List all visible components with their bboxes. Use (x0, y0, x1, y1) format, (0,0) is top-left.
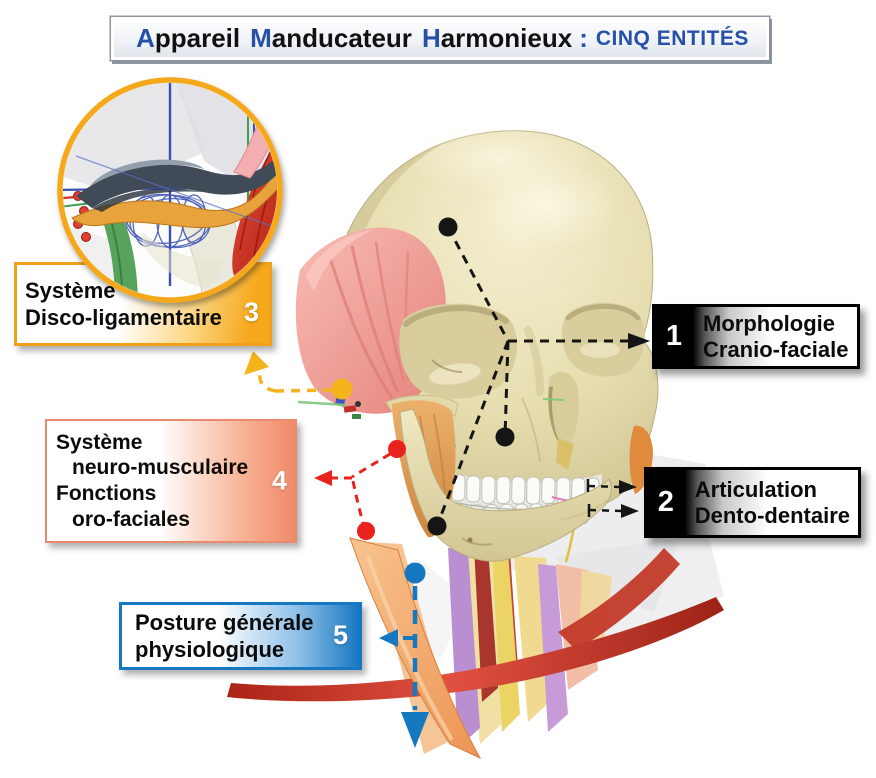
arrowhead-teeth-lower (621, 504, 639, 518)
nasal-aperture (521, 326, 579, 470)
arrowhead-teeth-upper (619, 480, 637, 494)
entity-number-5: 5 (332, 620, 348, 651)
entity-number-2: 2 (647, 470, 685, 535)
entity-box-articulation: 2 Articulation Dento-dentaire (644, 467, 861, 538)
arrowhead-to-box4 (314, 470, 332, 486)
arrowhead-to-box5 (379, 629, 398, 647)
arrowhead-down-posture (401, 712, 429, 748)
trapezius-band (227, 597, 724, 702)
eye-sockets (399, 302, 645, 399)
connector-disco-ligamentaire (258, 368, 333, 393)
entity-number-4: 4 (271, 465, 287, 496)
connector-morphologie (435, 226, 628, 527)
connector-posture (396, 586, 418, 710)
articular-disc (76, 161, 277, 208)
anchor-dot-frontal (438, 217, 458, 237)
entity-box-neuro-musculaire: Système neuro-musculaire Fonctions oro-f… (45, 419, 297, 543)
anchor-dot-neck (357, 522, 375, 540)
ligament-band (71, 159, 277, 229)
entity-label-line: physiologique (135, 637, 285, 662)
title-word-3: Harmonieux (421, 23, 573, 53)
title-word-1: Appareil (136, 23, 241, 53)
entity-label-line: Fonctions (56, 482, 157, 505)
entity-label-line: Dento-dentaire (694, 502, 850, 528)
title-suffix: CINQ ENTITÉS (595, 26, 749, 50)
entity-box-morphologie: 1 Morphologie Cranio-faciale (652, 304, 860, 369)
entity-number-1: 1 (655, 307, 693, 366)
connector-neuro-musculaire (332, 452, 391, 524)
anchor-dot-tmj (331, 378, 353, 400)
anchor-dot-masseter (388, 440, 406, 458)
inset-artwork (63, 83, 277, 297)
entity-label-line: Système (56, 430, 143, 454)
entity-label-line: Morphologie (703, 311, 835, 337)
entity-label-line: Système (25, 277, 116, 303)
arrowhead-to-box3 (244, 351, 269, 375)
anchor-dot-spine (404, 562, 426, 584)
tmj-inset-illustration (57, 77, 283, 303)
entity-label-line: Cranio-faciale (703, 336, 849, 362)
title-word-2: Manducateur (250, 23, 412, 53)
anchor-dot-mandible (427, 516, 447, 536)
entity-label-line: oro-faciales (72, 507, 190, 531)
entity-label-line: Articulation (694, 477, 817, 503)
title-separator: : (579, 23, 588, 53)
entity-label-line: neuro-musculaire (72, 456, 249, 480)
entity-box-posture: Posture générale physiologique 5 (119, 602, 362, 670)
anchor-dot-maxilla (495, 427, 515, 447)
title-banner: Appareil Manducateur Harmonieux : CINQ E… (110, 16, 770, 61)
entity-label-line: Disco-ligamentaire (25, 305, 222, 330)
entity-number-3: 3 (243, 297, 259, 328)
connector-articulation (586, 479, 623, 517)
entity-label-line: Posture générale (135, 609, 314, 635)
arrowhead-to-box1 (628, 333, 650, 349)
